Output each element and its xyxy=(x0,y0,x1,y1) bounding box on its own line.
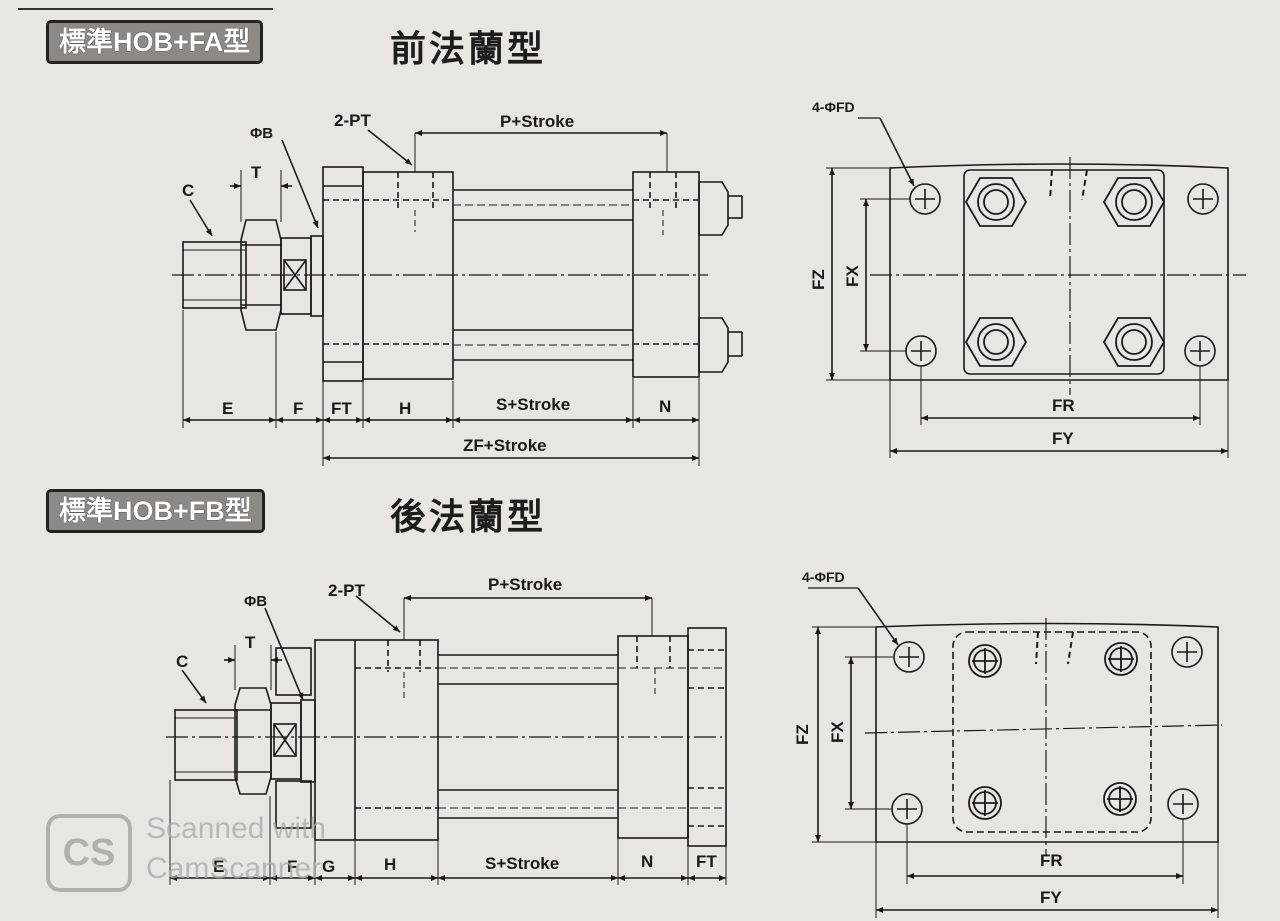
fb-label-phib: ΦB xyxy=(244,593,267,610)
fa-type-badge: 標準HOB+FA型 xyxy=(46,20,264,64)
fb-label-ft: FT xyxy=(696,852,717,871)
fa-label-f: F xyxy=(293,399,303,418)
fb-label-n: N xyxy=(641,852,653,871)
fb-label-c: C xyxy=(176,652,188,671)
fa-label-ft: FT xyxy=(331,399,352,418)
fb-label-pstroke: P+Stroke xyxy=(488,575,562,594)
fb-front-view xyxy=(808,587,1223,918)
fb-label-h: H xyxy=(384,855,396,874)
fa-label-e: E xyxy=(222,399,233,418)
fa-type-title: 前法蘭型 xyxy=(390,29,547,70)
fa-label-h: H xyxy=(399,399,411,418)
fb-label-f: F xyxy=(287,857,297,876)
fb-side-view xyxy=(166,595,727,885)
fa-label-fr: FR xyxy=(1052,396,1075,415)
fb-label-pt: 2-PT xyxy=(328,581,365,600)
fb-label-fr: FR xyxy=(1040,851,1063,870)
fa-label-sstroke: S+Stroke xyxy=(496,395,570,414)
fb-type-badge: 標準HOB+FB型 xyxy=(46,489,265,533)
fb-type-title: 後法蘭型 xyxy=(390,497,547,538)
fb-label-g: G xyxy=(322,857,335,876)
fa-label-zfstroke: ZF+Stroke xyxy=(463,436,547,455)
fa-label-phib: ΦB xyxy=(250,125,273,142)
fa-label-fd: 4-ΦFD xyxy=(812,99,855,115)
watermark-line1: Scanned with xyxy=(146,812,327,845)
fa-side-view xyxy=(172,129,743,466)
fa-label-fy: FY xyxy=(1052,429,1074,448)
fb-label-fz: FZ xyxy=(793,724,812,745)
fa-front-view xyxy=(826,117,1246,458)
watermark-line2: CamScanner xyxy=(146,852,322,885)
fa-label-t: T xyxy=(251,163,262,182)
camscanner-logo: CS xyxy=(46,814,132,892)
fa-label-fx: FX xyxy=(843,265,862,287)
fb-label-t: T xyxy=(245,633,256,652)
top-rule xyxy=(18,8,273,10)
fa-label-n: N xyxy=(659,397,671,416)
fb-label-fd: 4-ΦFD xyxy=(802,569,845,585)
fb-label-fx: FX xyxy=(828,721,847,743)
fb-label-e: E xyxy=(213,857,224,876)
fb-label-sstroke: S+Stroke xyxy=(485,854,559,873)
fa-label-fz: FZ xyxy=(809,269,828,290)
fa-label-pt: 2-PT xyxy=(334,111,371,130)
fa-label-pstroke: P+Stroke xyxy=(500,112,574,131)
fb-label-fy: FY xyxy=(1040,888,1062,907)
fa-label-c: C xyxy=(182,181,194,200)
